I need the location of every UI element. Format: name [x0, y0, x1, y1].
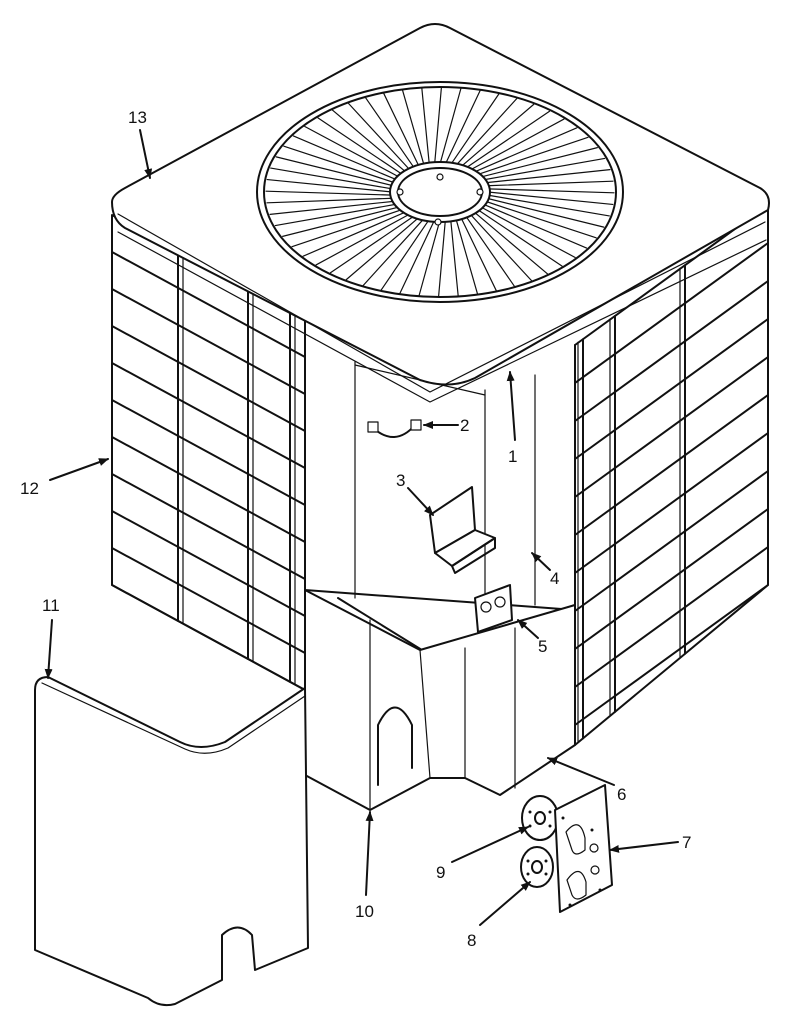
mounting-bracket — [429, 486, 496, 574]
callout-8: 8 — [467, 931, 476, 950]
callout-leaders — [44, 129, 679, 926]
callout-9: 9 — [436, 863, 445, 882]
valve-bracket — [474, 584, 513, 633]
base-pan — [304, 589, 576, 811]
cover-plate — [554, 784, 613, 913]
callout-4: 4 — [550, 569, 559, 588]
callout-12: 12 — [20, 479, 39, 498]
tube-clamp — [367, 419, 422, 438]
callout-6: 6 — [617, 785, 626, 804]
callout-labels: 1 2 3 4 5 6 7 8 9 10 11 12 13 — [20, 108, 691, 950]
callout-7: 7 — [682, 833, 691, 852]
gasket-upper — [521, 795, 559, 841]
callout-2: 2 — [460, 416, 469, 435]
callout-13: 13 — [128, 108, 147, 127]
service-panel — [34, 676, 309, 1007]
callout-10: 10 — [355, 902, 374, 921]
callout-1: 1 — [508, 447, 517, 466]
callout-5: 5 — [538, 637, 547, 656]
left-coil-guard — [111, 214, 306, 691]
callout-11: 11 — [42, 596, 60, 615]
gasket-lower — [520, 846, 554, 888]
top-cover — [111, 23, 770, 403]
callout-3: 3 — [396, 471, 405, 490]
fan-grille — [256, 81, 624, 303]
